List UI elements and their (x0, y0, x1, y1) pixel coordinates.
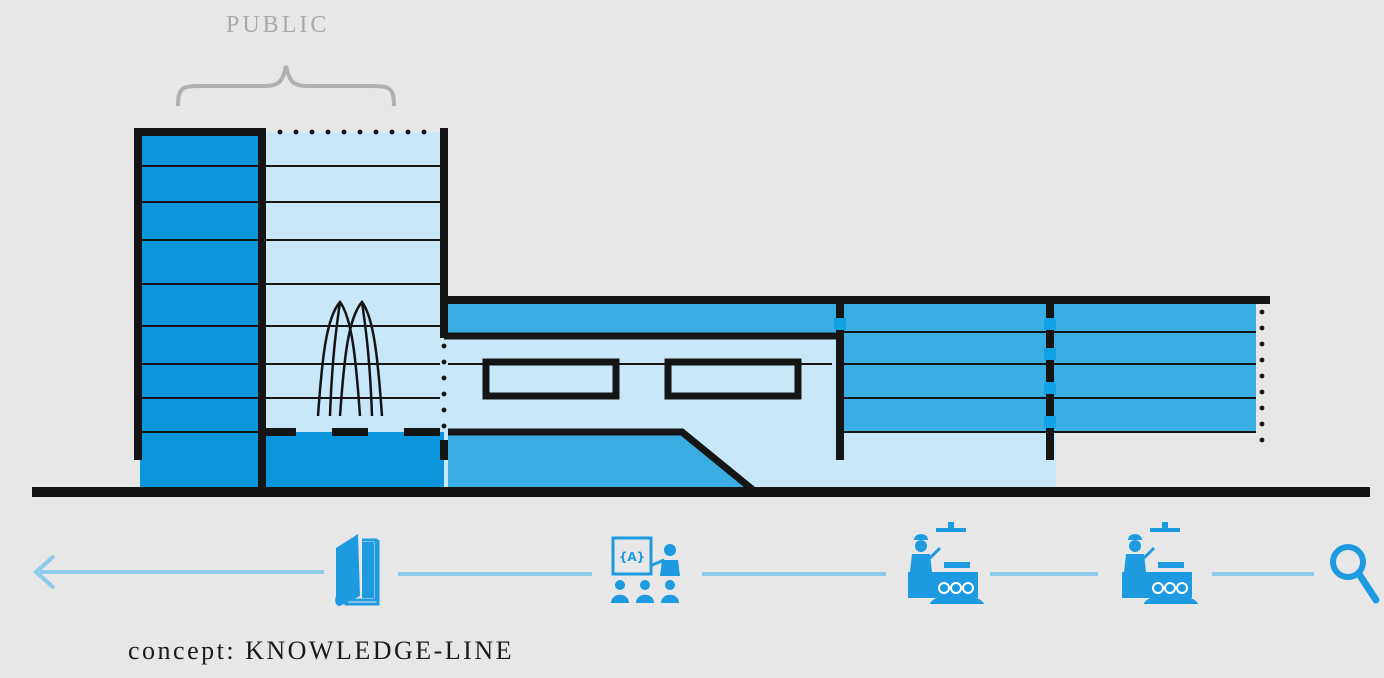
arrow-left-icon (32, 554, 56, 590)
dotted-glazing (277, 129, 1265, 443)
tower-volume (140, 132, 258, 490)
fountain (316, 300, 384, 417)
atrium-volume (258, 132, 444, 432)
right-wing-ground (840, 432, 1056, 490)
public-bracket (176, 65, 396, 107)
knowledge-line: {A} (32, 522, 1380, 606)
ramp-volume (448, 434, 756, 490)
concept-caption: concept: KNOWLEDGE-LINE (128, 636, 514, 665)
ground-line (32, 487, 1370, 497)
svg-text:{A}: {A} (619, 550, 645, 564)
cooking-class-icon (1122, 522, 1198, 604)
search-icon (1330, 544, 1380, 604)
cooking-class-icon (908, 522, 984, 604)
building-section (32, 128, 1370, 497)
roof-band (444, 302, 840, 336)
column-joints (834, 318, 1056, 428)
public-label: PUBLIC (226, 12, 330, 38)
tower-floors (140, 165, 258, 433)
fountain-pool (258, 432, 448, 490)
book-icon (335, 534, 380, 606)
teaching-class-icon: {A} (611, 536, 680, 603)
